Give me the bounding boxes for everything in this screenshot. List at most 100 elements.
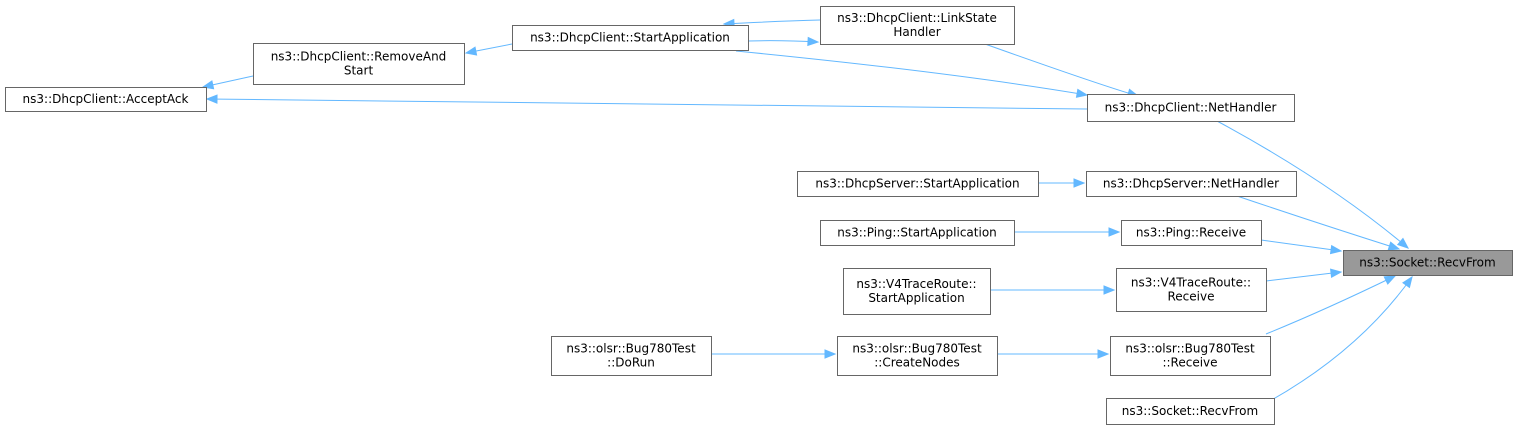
- node-label: ns3::DhcpServer::StartApplication: [815, 177, 1019, 191]
- node-box: [1343, 250, 1513, 276]
- node-label: ns3::olsr::Bug780Test: [1125, 342, 1255, 356]
- node-dhcpserver-nethandler[interactable]: ns3::DhcpServer::NetHandler: [1086, 171, 1297, 197]
- edge-line: [206, 98, 1088, 110]
- node-dhcpclient-acceptack[interactable]: ns3::DhcpClient::AcceptAck: [5, 87, 207, 112]
- node-label: ns3::V4TraceRoute::: [1131, 276, 1251, 290]
- node-dhcpclient-startapplication[interactable]: ns3::DhcpClient::StartApplication: [512, 25, 749, 51]
- node-box: [1116, 268, 1267, 312]
- edge-line: [1236, 195, 1400, 250]
- edge-ping-receive-to-socket-recvfrom-main: [1260, 239, 1343, 255]
- node-box: [1086, 171, 1297, 197]
- node-label: ns3::V4TraceRoute::: [856, 277, 976, 291]
- edge-dhcpclient-netandler-to-dhcpclient-acceptack: [205, 94, 1088, 110]
- node-bug780test-dorun[interactable]: ns3::olsr::Bug780Test::DoRun: [551, 336, 712, 376]
- edge-v4traceroute-startapplication-to-v4traceroute-receive: [990, 285, 1116, 295]
- node-label: ns3::olsr::Bug780Test: [852, 342, 982, 356]
- arrowhead-icon: [807, 36, 820, 47]
- node-label: ::CreateNodes: [874, 356, 960, 370]
- arrowhead-icon: [1097, 349, 1110, 359]
- arrowhead-icon: [1103, 285, 1116, 295]
- node-socket-recvfrom-main: ns3::Socket::RecvFrom: [1343, 250, 1513, 276]
- node-label: StartApplication: [868, 291, 964, 305]
- node-v4traceroute-startapplication[interactable]: ns3::V4TraceRoute::StartApplication: [843, 268, 991, 315]
- node-label: ::DoRun: [607, 356, 655, 370]
- node-box: [820, 220, 1015, 246]
- edge-bug780test-dorun-to-bug780test-createnodes: [711, 349, 837, 359]
- edge-line: [735, 50, 1088, 96]
- node-v4traceroute-receive[interactable]: ns3::V4TraceRoute::Receive: [1116, 268, 1267, 312]
- edge-line: [1260, 239, 1342, 252]
- edge-dhcpclient-netandler-to-socket-recvfrom-main: [1216, 120, 1410, 249]
- arrowhead-icon: [1402, 275, 1413, 289]
- node-box: [797, 171, 1039, 197]
- node-dhcpserver-startapplication[interactable]: ns3::DhcpServer::StartApplication: [797, 171, 1039, 197]
- nodes-layer: ns3::Socket::RecvFrom ns3::DhcpClient::Ne…: [5, 6, 1513, 425]
- arrowhead-icon: [464, 46, 478, 56]
- node-label: ns3::DhcpClient::LinkState: [837, 11, 997, 25]
- node-box: [1110, 336, 1271, 376]
- arrowhead-icon: [1108, 227, 1121, 237]
- arrowhead-icon: [205, 94, 218, 104]
- node-box: [1106, 398, 1275, 425]
- node-label: ns3::olsr::Bug780Test: [566, 342, 696, 356]
- edge-line: [723, 19, 821, 25]
- edge-bug780test-createnodes-to-bug780test-receive: [997, 349, 1110, 359]
- edge-dhcpserver-startapplication-to-dhcpserver-nethandler: [1038, 178, 1086, 188]
- node-label: ns3::DhcpServer::NetHandler: [1103, 177, 1279, 191]
- node-bug780test-receive[interactable]: ns3::olsr::Bug780Test::Receive: [1110, 336, 1271, 376]
- node-box: [512, 25, 749, 51]
- node-label: ns3::Ping::Receive: [1136, 226, 1246, 240]
- arrowhead-icon: [1387, 241, 1401, 251]
- edge-dhcpserver-nethandler-to-socket-recvfrom-main: [1236, 195, 1401, 251]
- arrowhead-icon: [1075, 88, 1089, 98]
- arrowhead-icon: [201, 80, 215, 90]
- node-box: [253, 43, 465, 85]
- node-label: Receive: [1168, 290, 1215, 304]
- edges-layer: [201, 18, 1413, 402]
- arrowhead-icon: [1396, 237, 1410, 249]
- node-socket-recvfrom-overload[interactable]: ns3::Socket::RecvFrom: [1106, 398, 1275, 425]
- node-box: [551, 336, 712, 376]
- node-label: Handler: [893, 25, 940, 39]
- node-box: [843, 268, 991, 315]
- edge-v4traceroute-receive-to-socket-recvfrom-main: [1265, 268, 1343, 282]
- node-dhcpclient-netandler[interactable]: ns3::DhcpClient::NetHandler: [1087, 94, 1295, 122]
- arrowhead-icon: [1329, 244, 1343, 255]
- edge-ping-startapplication-to-ping-receive: [1014, 227, 1121, 237]
- edge-bug780test-receive-to-socket-recvfrom-main: [1265, 275, 1397, 335]
- edge-line: [1265, 275, 1396, 335]
- node-box: [1087, 94, 1295, 122]
- node-box: [820, 6, 1015, 45]
- node-label: ns3::DhcpClient::NetHandler: [1105, 101, 1277, 115]
- edge-line: [1216, 120, 1409, 249]
- node-box: [837, 336, 998, 376]
- node-bug780test-createnodes[interactable]: ns3::olsr::Bug780Test::CreateNodes: [837, 336, 998, 376]
- arrowhead-icon: [824, 349, 837, 359]
- arrowhead-icon: [1330, 268, 1343, 278]
- edge-dhcpclient-startapplication-to-dhcpclient-removeandstart: [464, 43, 513, 56]
- node-label: ns3::DhcpClient::RemoveAnd: [271, 50, 447, 64]
- edge-socket-recvfrom-overload-to-socket-recvfrom-main: [1269, 275, 1413, 402]
- node-ping-receive[interactable]: ns3::Ping::Receive: [1121, 220, 1262, 246]
- node-label: ::Receive: [1162, 356, 1217, 370]
- node-label: ns3::DhcpClient::AcceptAck: [23, 92, 189, 106]
- node-box: [1121, 220, 1262, 246]
- edge-line: [1265, 271, 1342, 282]
- node-ping-startapplication[interactable]: ns3::Ping::StartApplication: [820, 220, 1015, 246]
- edge-dhcpclient-removeandstart-to-dhcpclient-acceptack: [201, 75, 254, 90]
- edge-dhcpclient-startapplication-to-dhcpclient-linkstate: [747, 36, 820, 47]
- node-label: ns3::Socket::RecvFrom: [1122, 404, 1258, 418]
- arrowhead-icon: [1383, 275, 1397, 285]
- node-label: ns3::Socket::RecvFrom: [1359, 256, 1495, 270]
- node-label: ns3::DhcpClient::StartApplication: [530, 31, 730, 45]
- arrowhead-icon: [1073, 178, 1086, 188]
- node-label: ns3::Ping::StartApplication: [837, 226, 997, 240]
- edge-dhcpclient-linkstate-to-dhcpclient-netandler: [984, 43, 1140, 98]
- edge-line: [984, 43, 1139, 97]
- node-box: [5, 87, 207, 112]
- edge-dhcpclient-startapplication-to-dhcpclient-netandler: [735, 50, 1089, 98]
- edge-line: [1269, 276, 1413, 402]
